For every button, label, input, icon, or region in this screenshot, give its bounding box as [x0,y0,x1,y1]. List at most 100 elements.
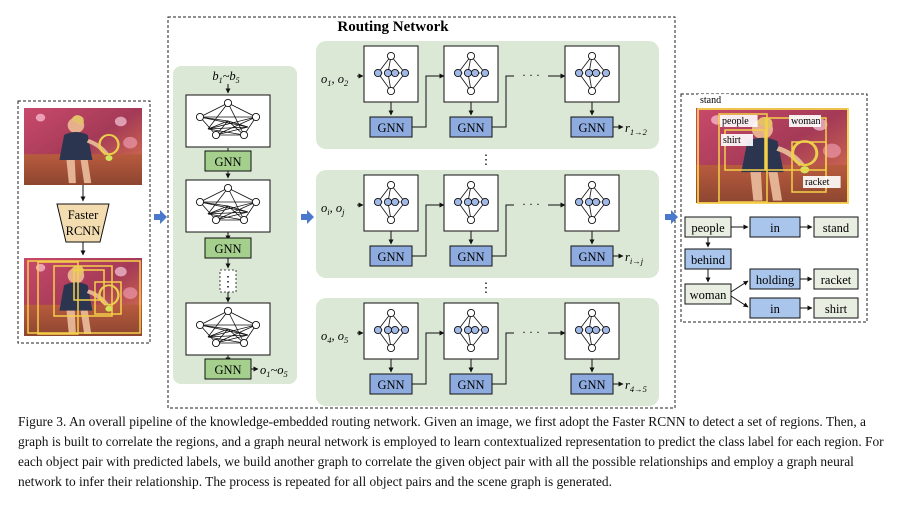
detector-label-line2: RCNN [66,224,101,238]
object-node [601,197,611,207]
gnn-label: GNN [457,378,484,392]
sg-node-label: racket [821,273,852,287]
sg-node-in_2: in [749,297,801,319]
gnn-label: GNN [457,250,484,264]
object-gnn-1: GNN [204,150,252,172]
scene-graph-panel [680,93,868,323]
object-output-label: o1~o5 [260,363,288,379]
graph-node [251,112,261,122]
graph-node [195,112,205,122]
graph-node [251,320,261,330]
gnn-label: GNN [377,121,404,135]
relation-node [587,180,597,190]
routing-input-label: o4, o5 [321,329,348,345]
relation-gnn-2: GNN [449,245,493,267]
object-node [601,325,611,335]
object-node [591,197,601,207]
routing-network-title: Routing Network [337,19,449,35]
relation-node [587,86,597,96]
sg-node-label: holding [756,273,795,287]
relation-gnn-2: GNN [449,373,493,395]
object-node [453,325,463,335]
scene-label-woman: woman [791,116,820,127]
gnn-label: GNN [578,378,605,392]
relation-node [386,180,396,190]
flow-arrow-3 [665,210,678,224]
graph-node [251,197,261,207]
chain-dots: · · · [522,68,540,82]
sg-node-shirt: shirt [813,297,859,319]
sg-node-label: woman [690,288,728,302]
relation-node [466,180,476,190]
relation-graph-3 [564,45,620,103]
gnn-label: GNN [214,242,241,256]
sg-node-behind: behind [684,248,732,270]
object-node [463,325,473,335]
pipeline-diagram: Faster RCNN Routing Network b1~b5 GNNGNN… [17,16,868,409]
relation-node [466,308,476,318]
sg-node-label: stand [823,221,850,235]
object-node [463,68,473,78]
relation-graph-1 [363,302,419,360]
object-graph-2 [185,179,271,233]
object-node [601,68,611,78]
relation-graph-2 [443,174,499,232]
relation-node [466,51,476,61]
object-node [453,197,463,207]
routing-output-label: ri→j [625,250,644,266]
relation-node [587,343,597,353]
figure-caption: Figure 3. An overall pipeline of the kno… [18,414,884,489]
graph-node [195,320,205,330]
object-node [584,68,594,78]
gnn-label: GNN [578,250,605,264]
row-separator-dots: ⋮ [480,152,493,167]
detector-label-line1: Faster [68,208,99,222]
object-node [453,68,463,78]
gnn-label: GNN [377,250,404,264]
object-node [463,197,473,207]
input-image [24,108,142,185]
scene-label-racket: racket [805,177,830,188]
relation-graph-2 [443,45,499,103]
object-node [383,68,393,78]
object-node [574,68,584,78]
object-node [400,68,410,78]
chain-dots: · · · [522,197,540,211]
graph-node [223,306,233,316]
gnn-label: GNN [214,155,241,169]
detector-trapezoid [56,203,110,243]
graph-node [211,338,221,348]
object-node [373,197,383,207]
relation-gnn-2: GNN [449,116,493,138]
object-node [373,68,383,78]
flow-arrow-2 [301,210,314,224]
sg-edge [730,280,749,293]
graph-node [211,215,221,225]
relation-graph-1 [363,45,419,103]
object-node [390,68,400,78]
relation-node [386,215,396,225]
sg-node-holding: holding [749,268,801,290]
sg-node-in_1: in [749,216,801,238]
relation-node [466,343,476,353]
object-node [480,68,490,78]
gnn-label: GNN [377,378,404,392]
routing-output-label: r4→5 [625,378,647,394]
routing-output-label: r1→2 [625,121,648,137]
relation-gnn-3: GNN [570,116,614,138]
object-node [480,197,490,207]
sg-node-people: people [684,216,732,238]
relation-gnn-1: GNN [369,245,413,267]
detected-regions-image [24,258,142,336]
object-node [383,325,393,335]
object-node [584,325,594,335]
relation-node [587,51,597,61]
object-node [591,68,601,78]
relation-node [386,343,396,353]
scene-label-stand: stand [700,95,721,106]
relation-node [587,308,597,318]
